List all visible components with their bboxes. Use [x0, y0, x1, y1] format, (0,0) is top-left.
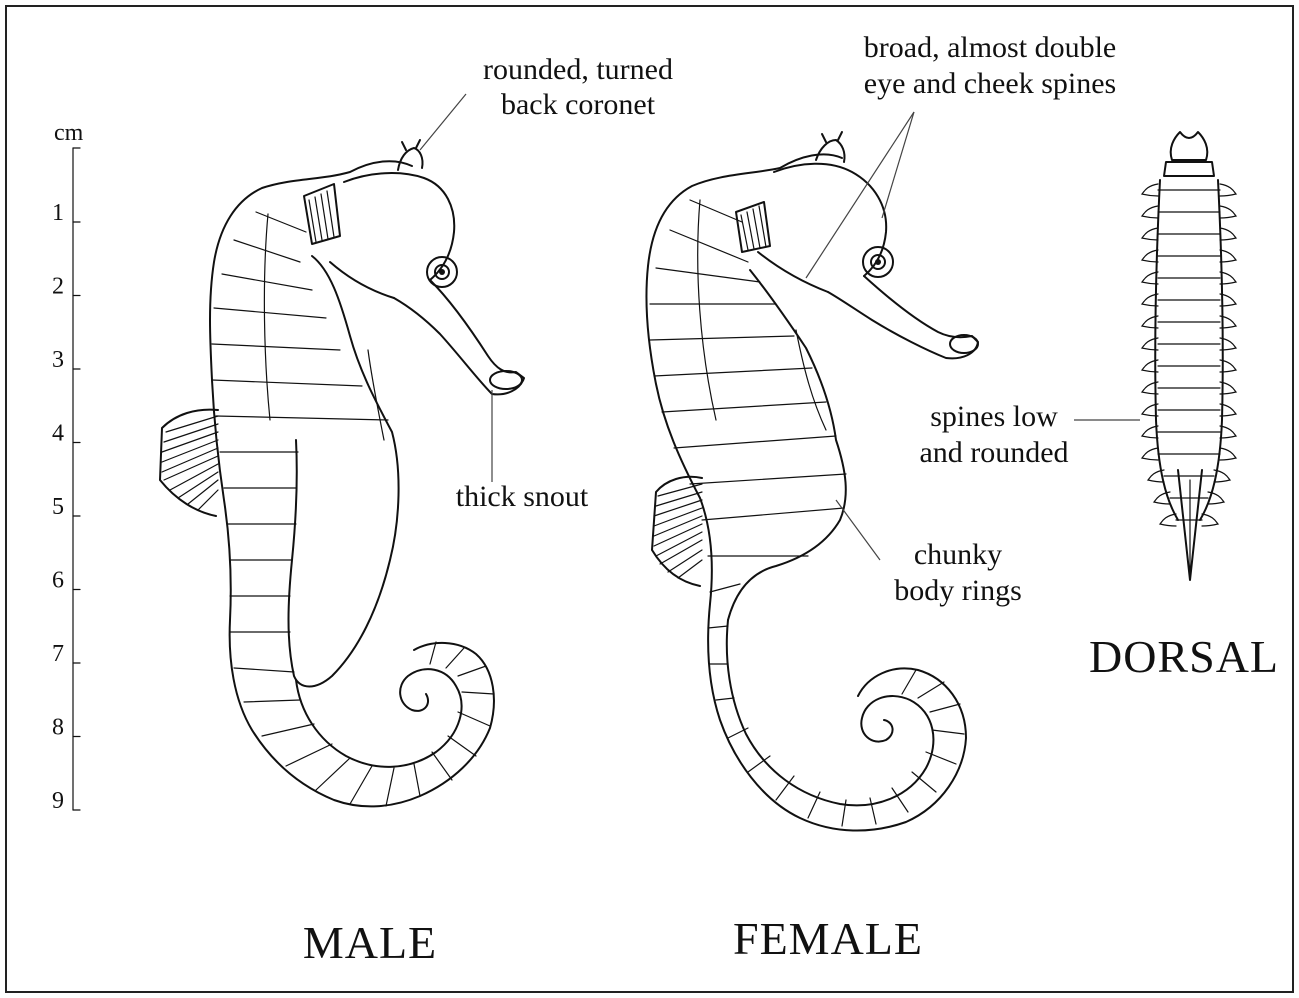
dorsal-view-label: DORSAL — [1089, 631, 1279, 682]
scale-tick-label: 1 — [52, 200, 64, 226]
scale-tick-label: 3 — [52, 347, 64, 373]
scale-tick-label: 9 — [52, 788, 64, 814]
figure-border — [6, 6, 1293, 992]
eye-spines-label-line2: eye and cheek spines — [864, 67, 1116, 100]
scale-tick-label: 8 — [52, 715, 64, 741]
scale-tick-label: 5 — [52, 494, 64, 520]
female-view-label: FEMALE — [733, 913, 923, 964]
body-rings-label-line2: body rings — [894, 574, 1022, 607]
scale-unit: cm — [54, 120, 84, 146]
eye-spines-label-line1: broad, almost double — [864, 31, 1116, 64]
male-view-label: MALE — [303, 917, 437, 968]
snout-label: thick snout — [456, 480, 589, 513]
spines-low-label-line1: spines low — [930, 400, 1058, 433]
scale-tick-label: 4 — [52, 421, 64, 447]
scale-tick-label: 7 — [52, 641, 64, 667]
coronet-label-line1: rounded, turned — [483, 53, 673, 86]
scale-tick-label: 6 — [52, 568, 64, 594]
coronet-label-line2: back coronet — [501, 88, 656, 121]
scale-tick-label: 2 — [52, 274, 64, 300]
body-rings-label-line1: chunky — [914, 538, 1002, 571]
spines-low-label-line2: and rounded — [919, 436, 1068, 469]
